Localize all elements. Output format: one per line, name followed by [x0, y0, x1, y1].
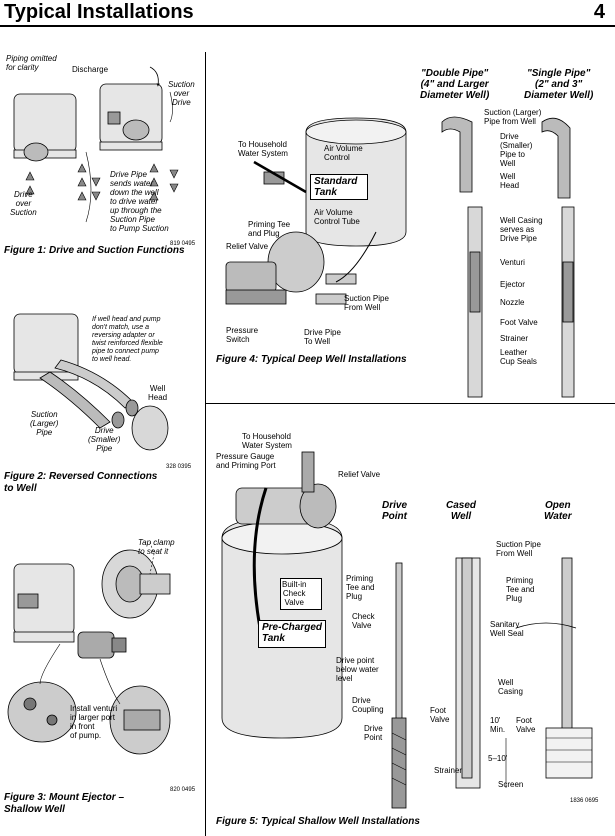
fig5-precharged-tank: Pre-Charged Tank [262, 622, 323, 644]
fig2-caption: Figure 2: Reversed Connections to Well [4, 471, 158, 494]
fig5-foot-valve-2: Foot Valve [516, 716, 536, 734]
fig5-code: 1836 0695 [570, 798, 599, 804]
fig1-code: 819 0495 [170, 241, 196, 247]
fig5-screen: Screen [498, 780, 524, 789]
fig4-double-pipe: "Double Pipe" (4" and Larger Diameter We… [420, 68, 490, 101]
fig3-install-venturi: Install venturi in larger port in front … [70, 704, 118, 740]
column-divider [205, 52, 206, 836]
fig2-code: 328 0395 [166, 464, 192, 470]
fig4-leather-seals: Leather Cup Seals [500, 348, 537, 366]
fig4-priming-tee: Priming Tee and Plug [248, 220, 291, 238]
fig1-drive-over-suction: Drive over Suction [10, 190, 37, 217]
figure-2: If well head and pump don't match, use a… [0, 308, 205, 503]
page-title: Typical Installations [4, 1, 194, 23]
fig3-caption: Figure 3: Mount Ejector – Shallow Well [4, 792, 125, 815]
fig4-ejector: Ejector [500, 280, 525, 289]
fig4-venturi: Venturi [500, 258, 525, 267]
fig1-drive-pipe-note: Drive Pipe sends water down the well to … [110, 170, 169, 233]
header-rule [0, 25, 615, 27]
fig4-drive-smaller: Drive (Smaller) Pipe to Well [500, 132, 533, 168]
fig3-tap-clamp: Tap clamp to seat it [138, 538, 175, 556]
fig4-well-casing: Well Casing serves as Drive Pipe [500, 216, 543, 243]
fig5-cased-well-head: Cased Well [446, 500, 477, 522]
page-number: 4 [593, 1, 605, 23]
page-header: Typical Installations 4 [0, 0, 615, 27]
fig2-drive-pipe: Drive (Smaller) Pipe [88, 426, 121, 453]
figure-5-illustration [221, 451, 593, 809]
fig2-note: If well head and pump don't match, use a… [92, 316, 163, 363]
figure-3: Tap clamp to seat it Install venturi in … [0, 534, 205, 824]
fig5-well-casing: Well Casing [498, 678, 523, 696]
fig4-pressure-switch: Pressure Switch [226, 326, 259, 344]
fig4-relief-valve: Relief Valve [226, 242, 269, 251]
fig5-open-water-head: Open Water [544, 500, 572, 522]
fig1-discharge: Discharge [72, 65, 109, 74]
fig2-well-head: Well Head [148, 384, 168, 402]
fig5-relief-valve: Relief Valve [338, 470, 381, 479]
fig4-suction-pipe: Suction Pipe From Well [344, 294, 389, 312]
fig4-well-head: Well Head [500, 172, 520, 190]
fig5-drive-point: Drive Point [364, 724, 383, 742]
fig5-foot-valve-1: Foot Valve [430, 706, 450, 724]
fig4-air-volume-control: Air Volume Control [324, 144, 363, 162]
fig5-drive-point-head: Drive Point [382, 500, 408, 522]
fig5-pressure-gauge: Pressure Gauge and Priming Port [216, 452, 276, 470]
fig4-air-volume-tube: Air Volume Control Tube [314, 208, 360, 226]
figure-1: Piping omitted for clarity Discharge Suc… [0, 52, 205, 262]
fig5-five-ten: 5–10' [488, 754, 508, 763]
fig5-builtin-check: Built-in Check Valve [282, 580, 307, 607]
fig5-priming-tee-2: Priming Tee and Plug [506, 576, 535, 603]
fig5-priming-tee-1: Priming Tee and Plug [346, 574, 375, 601]
fig5-check-valve: Check Valve [352, 612, 375, 630]
fig4-strainer: Strainer [500, 334, 529, 343]
figure-4-illustration [225, 116, 575, 398]
fig5-to-household: To Household Water System [242, 432, 292, 450]
fig1-piping-omitted: Piping omitted for clarity [6, 54, 57, 72]
section-divider [205, 403, 615, 404]
fig5-suction-pipe: Suction Pipe From Well [496, 540, 541, 558]
fig4-to-household: To Household Water System [238, 140, 288, 158]
fig4-caption: Figure 4: Typical Deep Well Installation… [216, 354, 407, 365]
fig3-code: 820 0495 [170, 787, 196, 793]
fig4-nozzle: Nozzle [500, 298, 525, 307]
fig5-drive-coupling: Drive Coupling [352, 696, 384, 714]
fig5-sanitary-seal: Sanitary Well Seal [490, 620, 524, 638]
figure-2-illustration [13, 313, 169, 451]
fig4-drive-pipe: Drive Pipe To Well [304, 328, 341, 346]
figure-3-illustration [7, 541, 171, 755]
figure-5: To Household Water System Pressure Gauge… [206, 428, 615, 833]
fig4-standard-tank: Standard Tank [314, 176, 358, 198]
fig5-caption: Figure 5: Typical Shallow Well Installat… [216, 816, 420, 827]
fig2-suction-pipe: Suction (Larger) Pipe [30, 410, 59, 437]
fig1-caption: Figure 1: Drive and Suction Functions [4, 245, 185, 256]
fig5-drive-point-below: Drive point below water level [336, 656, 379, 683]
figure-1-illustration [13, 66, 179, 223]
figure-4: "Double Pipe" (4" and Larger Diameter We… [206, 62, 615, 402]
fig4-suction-larger: Suction (Larger) Pipe from Well [484, 108, 542, 126]
fig4-foot-valve: Foot Valve [500, 318, 538, 327]
fig5-ten-min: 10' Min. [490, 716, 506, 734]
fig1-suction-over-drive: Suction over Drive [168, 80, 195, 107]
fig4-single-pipe: "Single Pipe" (2" and 3" Diameter Well) [524, 68, 594, 101]
fig5-strainer: Strainer [434, 766, 463, 775]
